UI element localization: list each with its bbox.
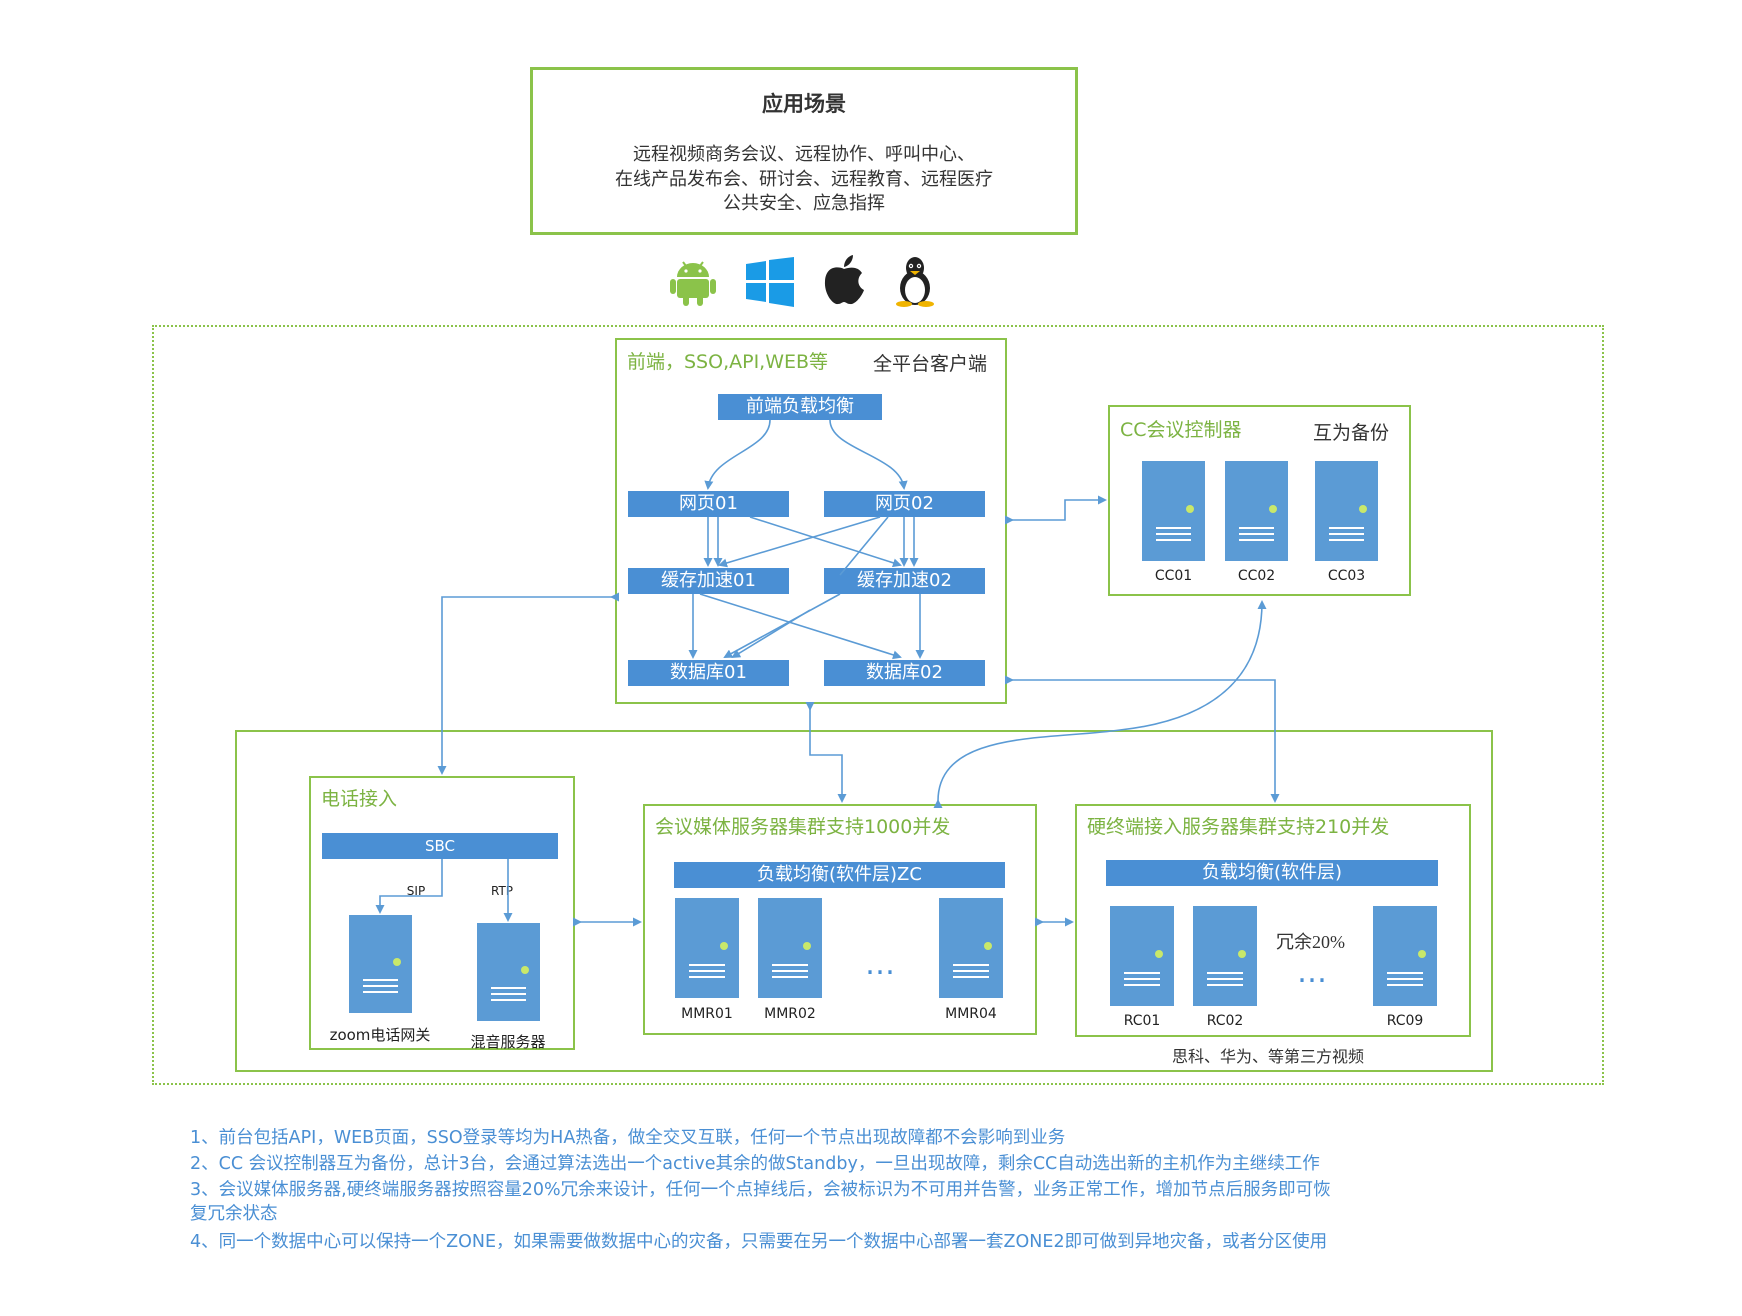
mmr02-server-icon bbox=[758, 898, 822, 998]
scene-title: 应用场景 bbox=[762, 92, 846, 116]
cc03-server-icon bbox=[1315, 461, 1378, 561]
note-3-cont: 复冗余状态 bbox=[190, 1204, 278, 1224]
mmr01-label: MMR01 bbox=[681, 1006, 733, 1022]
rc02-label: RC02 bbox=[1206, 1013, 1244, 1029]
arrow-sbc-gateway bbox=[375, 859, 443, 914]
arrow-frontend-cc bbox=[1005, 495, 1107, 525]
cc02-server-icon bbox=[1225, 461, 1288, 561]
cc02-label: CC02 bbox=[1237, 568, 1276, 584]
zoom-gateway-server-icon bbox=[349, 915, 412, 1013]
arrow-lb-web02 bbox=[829, 419, 908, 490]
cc01-server-icon bbox=[1142, 461, 1205, 561]
rc01-label: RC01 bbox=[1123, 1013, 1161, 1029]
arrow-web01-cache02 bbox=[749, 516, 902, 568]
arrow-cache02-db01 bbox=[723, 593, 841, 658]
mmr04-server-icon bbox=[939, 898, 1003, 998]
media-title: 会议媒体服务器集群支持1000并发 bbox=[655, 816, 951, 838]
database-02: 数据库02 bbox=[824, 660, 985, 686]
media-load-balancer: 负载均衡(软件层)ZC bbox=[674, 862, 1005, 888]
note-1: 1、前台包括API，WEB页面，SSO登录等均为HA热备，做全交叉互联，任何一个… bbox=[190, 1128, 1066, 1148]
zone-boundary bbox=[152, 325, 1604, 1085]
linux-icon bbox=[896, 257, 934, 307]
scene-line-3: 公共安全、应急指挥 bbox=[723, 193, 885, 214]
scene-line-2: 在线产品发布会、研讨会、远程教育、远程医疗 bbox=[615, 169, 993, 190]
arrow-phone-frontend bbox=[437, 592, 619, 775]
mmr02-label: MMR02 bbox=[764, 1006, 816, 1022]
hw-load-balancer: 负载均衡(软件层) bbox=[1106, 860, 1438, 886]
note-3: 3、会议媒体服务器,硬终端服务器按照容量20%冗余来设计，任何一个点掉线后，会被… bbox=[190, 1180, 1331, 1200]
hw-footer: 思科、华为、等第三方视频 bbox=[1172, 1047, 1365, 1066]
arrow-web02-cache01 bbox=[718, 516, 881, 568]
web-02: 网页02 bbox=[824, 491, 985, 517]
hw-title: 硬终端接入服务器集群支持210并发 bbox=[1087, 816, 1390, 838]
mixer-server-icon bbox=[477, 923, 540, 1021]
arrow-lb-web01 bbox=[704, 419, 771, 490]
arrow-media-frontend bbox=[805, 702, 847, 803]
scene-box: 应用场景 远程视频商务会议、远程协作、呼叫中心、 在线产品发布会、研讨会、远程教… bbox=[530, 67, 1078, 235]
arrow-media-cc bbox=[933, 600, 1267, 809]
hw-redundancy-label: 冗余20% bbox=[1276, 932, 1345, 952]
apple-icon bbox=[824, 255, 864, 305]
zoom-gateway-label: zoom电话网关 bbox=[329, 1026, 431, 1044]
arrow-frontend-hw bbox=[1005, 675, 1280, 803]
rc01-server-icon bbox=[1110, 906, 1174, 1006]
cache-01: 缓存加速01 bbox=[628, 568, 789, 594]
frontend-title: 前端，SSO,API,WEB等 bbox=[627, 351, 829, 373]
note-2: 2、CC 会议控制器互为备份，总计3台，会通过算法选出一个active其余的做S… bbox=[190, 1154, 1320, 1174]
android-icon bbox=[670, 261, 716, 306]
cache-02: 缓存加速02 bbox=[824, 568, 985, 594]
arrow-cache01-db02 bbox=[699, 593, 902, 660]
rc09-server-icon bbox=[1373, 906, 1437, 1006]
note-4: 4、同一个数据中心可以保持一个ZONE，如果需要做数据中心的灾备，只需要在另一个… bbox=[190, 1232, 1328, 1252]
frontend-load-balancer: 前端负载均衡 bbox=[718, 394, 882, 420]
cc-subtitle: 互为备份 bbox=[1313, 422, 1390, 444]
frontend-subtitle: 全平台客户端 bbox=[873, 353, 988, 375]
cc01-label: CC01 bbox=[1154, 568, 1193, 584]
arrow-web02-db01 bbox=[733, 516, 889, 657]
sip-label: SIP bbox=[406, 884, 426, 898]
windows-icon bbox=[746, 257, 794, 307]
mmr01-server-icon bbox=[675, 898, 739, 998]
mixer-label: 混音服务器 bbox=[470, 1033, 546, 1051]
scene-line-1: 远程视频商务会议、远程协作、呼叫中心、 bbox=[633, 144, 975, 165]
sbc-bar: SBC bbox=[322, 833, 558, 859]
web-01: 网页01 bbox=[628, 491, 789, 517]
cc03-label: CC03 bbox=[1327, 568, 1366, 584]
rc02-server-icon bbox=[1193, 906, 1257, 1006]
rc09-label: RC09 bbox=[1386, 1013, 1424, 1029]
database-01: 数据库01 bbox=[628, 660, 789, 686]
hw-ellipsis: … bbox=[1297, 955, 1327, 990]
mmr04-label: MMR04 bbox=[945, 1006, 997, 1022]
cc-title: CC会议控制器 bbox=[1120, 419, 1242, 441]
phone-title: 电话接入 bbox=[321, 788, 398, 810]
media-ellipsis: … bbox=[865, 947, 895, 982]
